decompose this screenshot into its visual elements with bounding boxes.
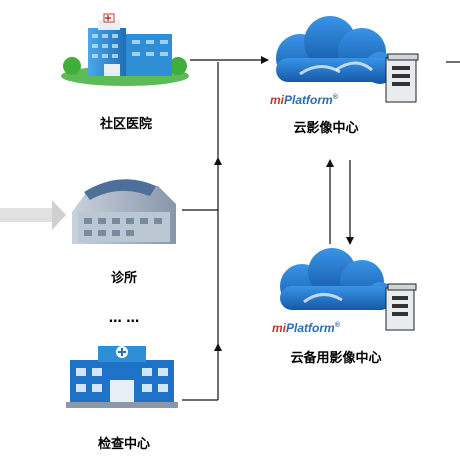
incoming-feed-arrow [0, 200, 66, 230]
server-tower-icon [385, 283, 417, 331]
cloud-backup-brand: miPlatform® [272, 321, 341, 335]
cloud-server-icon [280, 248, 417, 331]
more-sites-ellipsis: … … [109, 311, 140, 326]
cloud-primary-brand: miPlatform® [270, 93, 339, 107]
cloud-server-icon [276, 16, 419, 103]
clinic-label: 诊所 [111, 270, 137, 286]
cloud-backup-label: 云备用影像中心 [290, 350, 381, 366]
connector-lines [182, 56, 460, 401]
hospital-label: 社区医院 [99, 116, 152, 132]
exam-center-building-icon [66, 346, 178, 408]
hospital-building-icon [61, 13, 189, 86]
exam-center-label: 检查中心 [98, 436, 150, 452]
cloud-primary-label: 云影像中心 [293, 120, 358, 136]
clinic-building-icon [72, 179, 176, 244]
server-tower-icon [385, 53, 419, 103]
